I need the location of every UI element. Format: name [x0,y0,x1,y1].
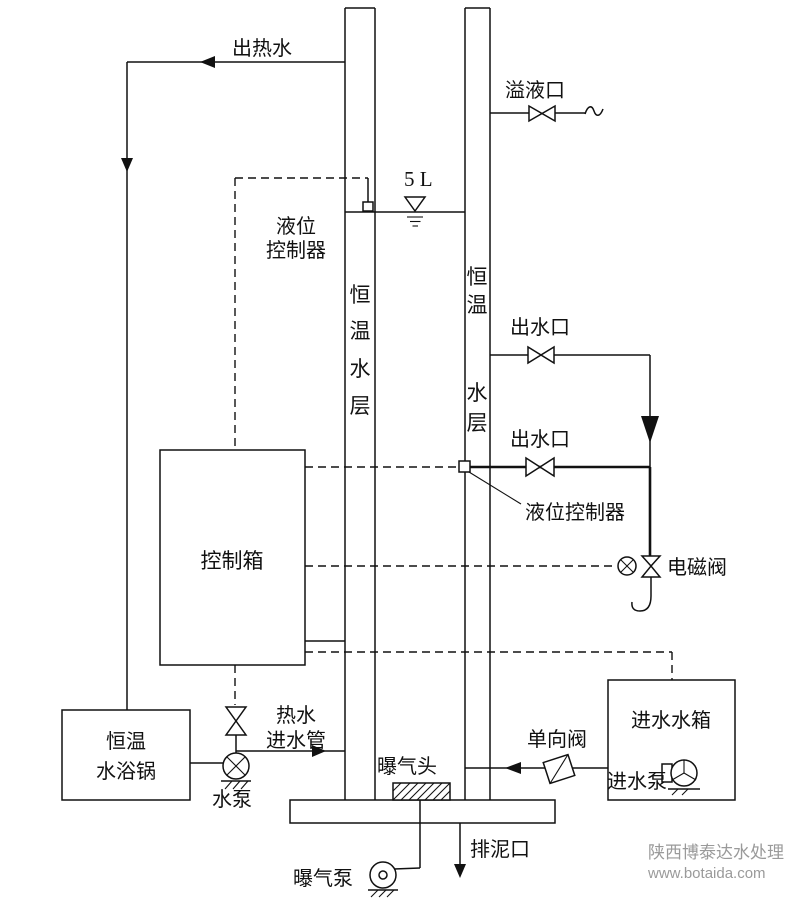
level-probe-icon [362,201,374,212]
control-box-label: 控制箱 [201,550,264,573]
svg-text:温: 温 [350,320,371,343]
water-level-triangle-icon [403,196,427,213]
check-valve-icon [542,753,576,785]
control-box: 控制箱 [159,449,306,666]
svg-text:温: 温 [467,294,488,317]
svg-text:层: 层 [467,412,488,435]
level-sensor-icon [458,460,471,473]
aeration-pump-icon [368,861,398,898]
arrow-down-icon [454,864,466,878]
sludge-line: 排泥口 [454,823,530,878]
water-bath-label-2: 水浴锅 [96,760,156,783]
water-bath-label-1: 恒温 [106,730,146,753]
upper-outlet-label: 出水口 [510,316,570,339]
hot-water-pump-assembly: 热水 进水管 水泵 [190,704,345,811]
level-ctrl-top-label-2: 控制器 [266,239,326,262]
overflow-line: 溢液口 [490,79,604,123]
svg-text:恒: 恒 [467,266,488,289]
arrow-right-icon [312,745,326,757]
upper-outlet-valve-icon [527,345,555,365]
water-pump-icon [221,752,251,790]
watermark-line2: www.botaida.com [647,865,766,882]
level-ctrl-top-label-1: 液位 [276,215,316,238]
svg-text:层: 层 [350,395,371,418]
overflow-valve-icon [528,104,556,123]
lower-outlet-valve-icon [525,456,555,478]
solenoid-label: 电磁阀 [667,556,727,579]
inlet-tank: 进水水箱 进水泵 [607,679,736,801]
level-controller-top: 液位 控制器 [234,177,374,450]
lower-outlet-label: 出水口 [510,428,570,451]
inlet-line: 单向阀 [465,728,608,785]
svg-text:水: 水 [467,382,488,405]
aeration-head: 曝气头 [377,755,451,801]
svg-text:水: 水 [350,358,371,381]
inlet-tank-label: 进水水箱 [631,709,711,732]
aeration-head-label: 曝气头 [377,755,437,778]
aeration-pump-label: 曝气泵 [293,867,353,890]
lower-outlet-line: 出水口 液位控制器 [458,428,652,557]
arrow-left-icon [505,762,521,774]
watermark-line1: 陕西博泰达水处理 [648,843,784,862]
hot-inlet-label-1: 热水 [276,704,316,727]
inlet-pump-icon [661,759,700,796]
flow-arrow-down-icon [641,416,659,443]
hot-inlet-label-2: 进水管 [266,729,326,752]
inlet-pump-label: 进水泵 [607,770,667,793]
water-pump-label: 水泵 [212,788,252,811]
sludge-label: 排泥口 [470,838,530,861]
aeration-pump-assembly: 曝气泵 [293,800,421,898]
reactor-column [344,7,491,800]
arrow-left-icon [200,56,215,68]
hot-water-out-label: 出热水 [232,37,292,60]
hot-water-valve-icon [224,706,248,736]
solenoid-valve: 电磁阀 [305,555,727,612]
upper-outlet-line: 出水口 [490,316,659,467]
water-level-symbol: 5 L [345,167,465,227]
hot-water-out-line: 出热水 [121,37,345,710]
svg-text:恒: 恒 [350,284,371,307]
watermark: 陕西博泰达水处理 www.botaida.com [647,843,784,882]
volume-label: 5 L [404,167,433,191]
water-bath-box: 恒温 水浴锅 [61,709,191,801]
solenoid-valve-icon [617,555,662,578]
pipe-break-icon [584,106,604,116]
overflow-label: 溢液口 [505,79,565,102]
aeration-head-hatch [392,782,451,801]
check-valve-label: 单向阀 [527,728,587,751]
base-plate [289,799,556,824]
arrow-down-icon [121,158,133,172]
control-dashed-lines [234,466,673,705]
drain-hook-icon [631,577,652,612]
level-ctrl-mid-label: 液位控制器 [525,501,625,524]
jacket-left-label: 恒 温 水 层 [350,284,371,418]
jacket-right-label: 恒 温 水 层 [467,266,488,435]
